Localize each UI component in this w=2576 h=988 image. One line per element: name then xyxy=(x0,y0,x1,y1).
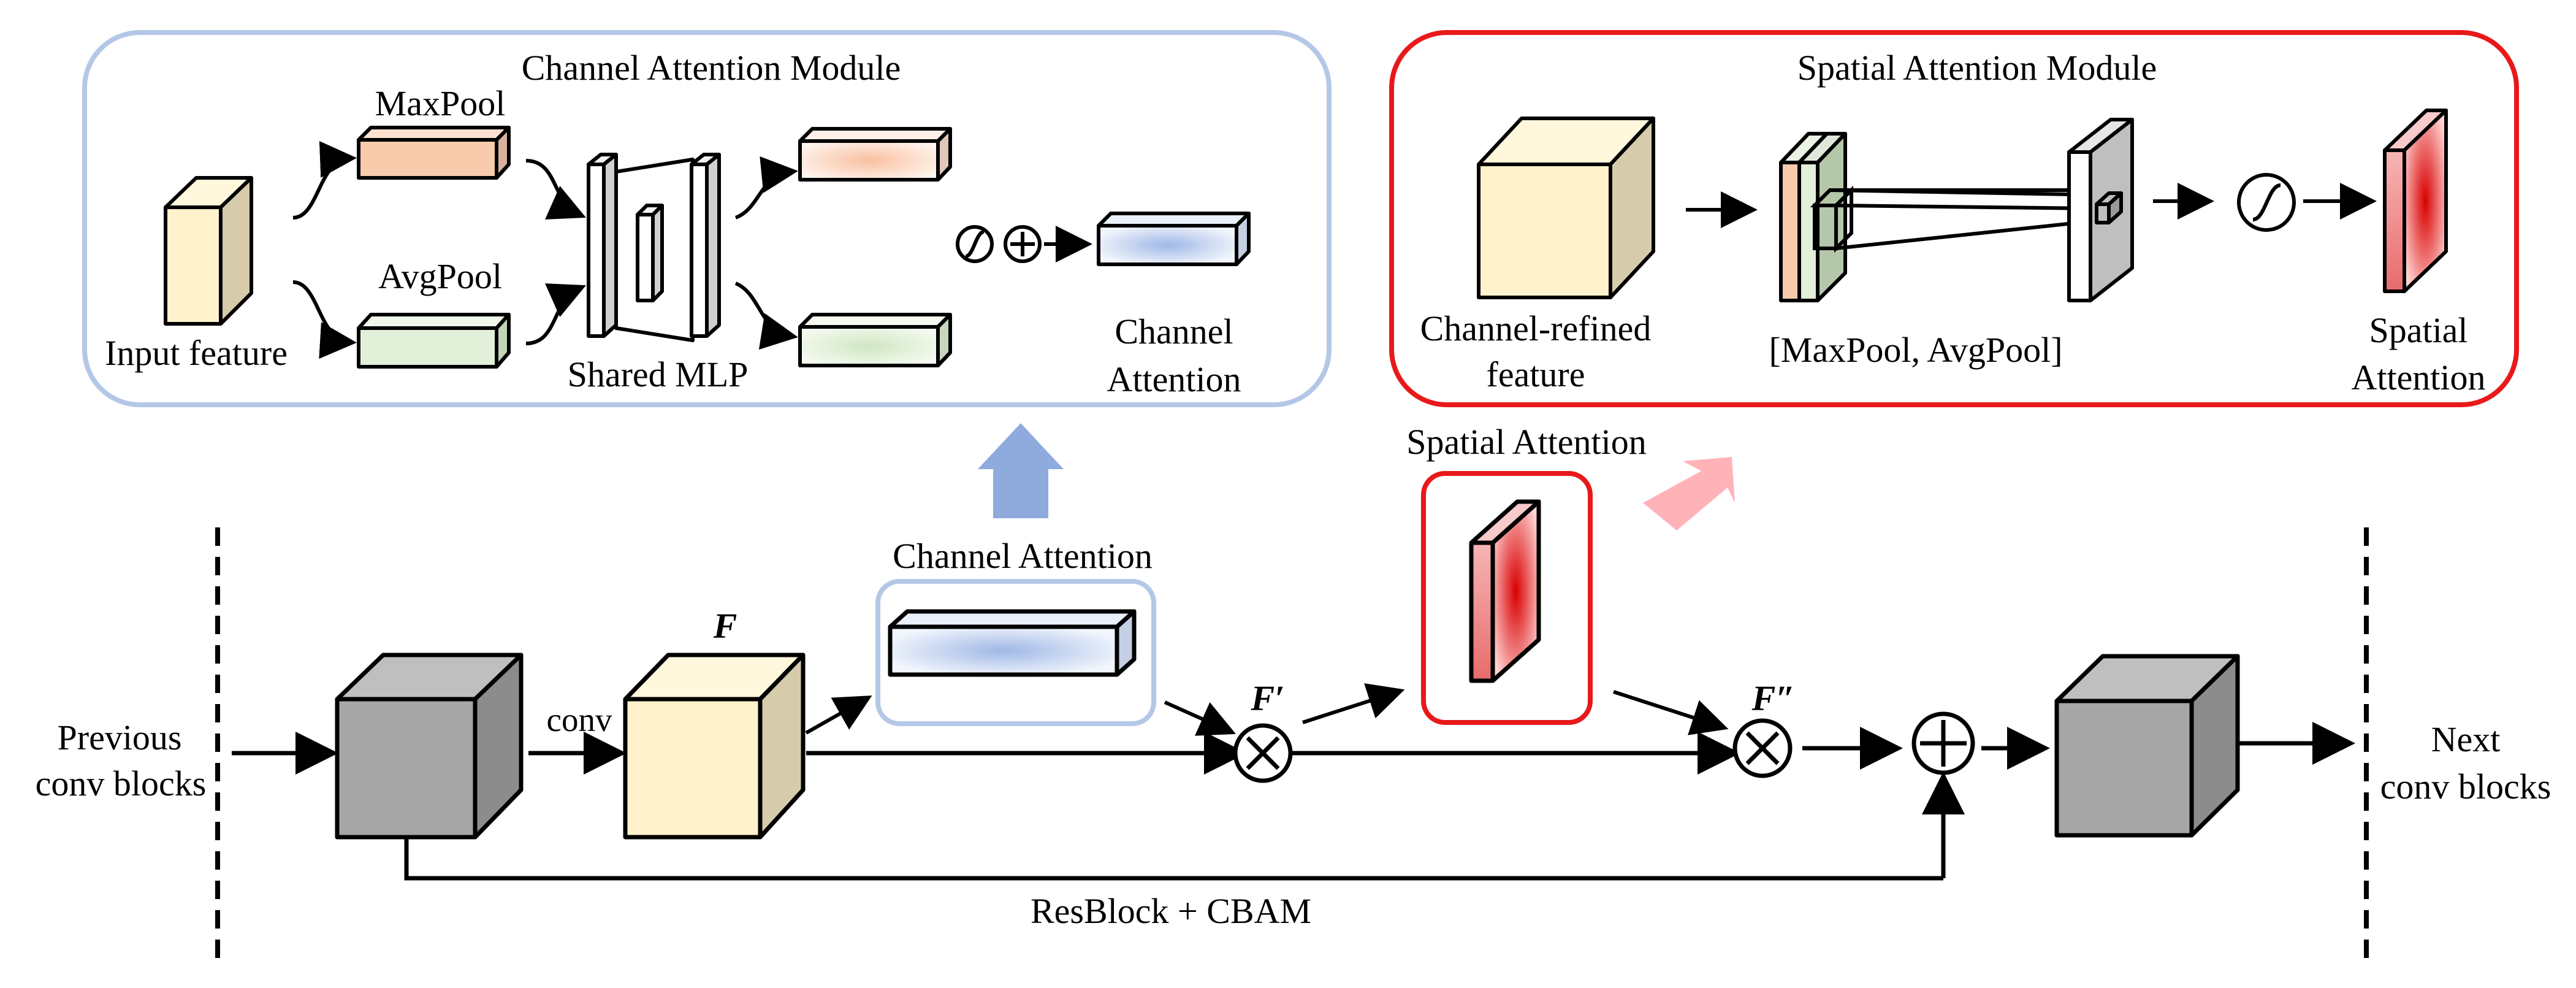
channel-attention-output-line1: Channel xyxy=(1115,312,1233,351)
arrow-spatial-attention-to-mult2 xyxy=(1613,690,1729,735)
main-flow: Previous conv blocks conv F Channel Atte… xyxy=(36,422,2551,960)
channel-attention-box xyxy=(875,579,1156,726)
spatial-module-border xyxy=(1389,30,2519,407)
channel-refined-cube xyxy=(1477,117,1655,299)
conv-label: conv xyxy=(547,701,612,738)
channel-attention-vector xyxy=(1097,212,1251,266)
spatial-attention-module: Spatial Attention Module Channel-refined… xyxy=(1389,30,2519,407)
feature-f-cube xyxy=(623,653,806,840)
add-icon xyxy=(1004,225,1042,263)
mlp-output-max xyxy=(798,127,952,182)
channel-module-border xyxy=(82,30,1332,407)
arrow-input-to-avgpool xyxy=(292,280,357,359)
conv-output-map xyxy=(2067,118,2134,302)
input-feature-cube xyxy=(164,176,253,326)
shared-mlp-label: Shared MLP xyxy=(568,354,749,394)
f-prime-label: F′ xyxy=(1251,678,1285,718)
sigmoid-icon xyxy=(956,225,994,263)
arrow-avgpool-to-mlp xyxy=(525,283,586,345)
spatial-attention-output-line2: Attention xyxy=(2351,358,2485,397)
channel-attention-inline-vector xyxy=(888,609,1137,677)
spatial-attention-inline-map xyxy=(1469,499,1541,683)
channel-attention-module: Channel Attention Module Input feature M… xyxy=(82,30,1332,407)
maxpool-label: MaxPool xyxy=(375,83,506,123)
arrow-channel-attention-to-mult1 xyxy=(1164,700,1236,736)
multiply-icon-1 xyxy=(1233,723,1293,783)
channel-attention-label: Channel Attention xyxy=(893,536,1153,576)
f-label: F xyxy=(713,606,737,646)
resblock-caption: ResBlock + CBAM xyxy=(1031,891,1311,931)
channel-attention-output-line2: Attention xyxy=(1107,359,1241,399)
channel-refined-line1: Channel-refined xyxy=(1420,308,1652,348)
spatial-attention-output-line1: Spatial xyxy=(2369,310,2467,350)
shared-mlp xyxy=(587,153,721,342)
next-blocks-line1: Next xyxy=(2431,719,2501,759)
up-arrow-to-channel-module xyxy=(978,423,1064,518)
maxpool-vector xyxy=(357,126,511,180)
residual-skip-line xyxy=(404,837,1943,881)
mlp-output-avg xyxy=(798,313,952,367)
pooled-maps xyxy=(1779,132,1847,302)
residual-add-icon xyxy=(1911,711,1975,775)
next-conv-block-cube xyxy=(2054,654,2240,838)
arrow-maxpool-to-mlp xyxy=(525,159,586,220)
next-blocks-line2: conv blocks xyxy=(2380,767,2551,806)
arrow-f-to-channel-attention xyxy=(805,695,872,735)
arrow-mult1-to-spatial-attention xyxy=(1302,683,1405,724)
channel-refined-line2: feature xyxy=(1487,354,1585,394)
arrow-mlp-to-upper xyxy=(734,156,798,220)
f-double-prime-label: F″ xyxy=(1751,678,1796,718)
diag-arrow-to-spatial-module xyxy=(1643,457,1735,530)
previous-conv-block-cube xyxy=(335,653,524,840)
spatial-sigmoid-icon xyxy=(2237,173,2296,232)
arrow-input-to-maxpool xyxy=(292,141,357,220)
avgpool-label: AvgPool xyxy=(378,256,502,296)
spatial-attention-map xyxy=(2383,109,2448,293)
multiply-icon-2 xyxy=(1732,718,1793,778)
avgpool-vector xyxy=(357,313,511,369)
spatial-attention-label: Spatial Attention xyxy=(1406,422,1646,462)
spatial-module-title: Spatial Attention Module xyxy=(1797,48,2157,88)
previous-blocks-line2: conv blocks xyxy=(36,764,207,803)
channel-module-title: Channel Attention Module xyxy=(522,48,901,88)
arrow-mlp-to-lower xyxy=(734,281,798,350)
spatial-attention-box xyxy=(1421,471,1593,725)
previous-blocks-line1: Previous xyxy=(58,718,182,757)
input-feature-label: Input feature xyxy=(105,333,288,373)
pool-label: [MaxPool, AvgPool] xyxy=(1769,330,2062,370)
